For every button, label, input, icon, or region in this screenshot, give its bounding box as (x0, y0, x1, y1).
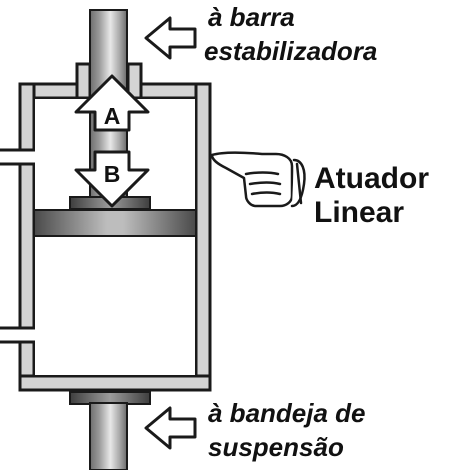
arrow-a-label: A (104, 103, 121, 129)
bottom-label-line1: à bandeja de (208, 398, 366, 428)
arrow-up-icon: A (74, 74, 150, 132)
actuator-label-line2: Linear (314, 196, 404, 229)
pointing-hand-icon (210, 151, 306, 208)
side-ports (0, 148, 34, 344)
actuator-label-line1: Atuador (314, 162, 429, 195)
top-label-line1: à barra (208, 2, 295, 32)
arrow-down-icon: B (74, 150, 150, 208)
lower-rod (89, 402, 128, 470)
arrow-left-icon (144, 16, 197, 60)
arrow-b-label: B (104, 161, 121, 187)
piston (33, 209, 197, 237)
bottom-label-line2: suspensão (208, 432, 344, 462)
top-label-line2: estabilizadora (204, 36, 377, 66)
arrow-left-icon (144, 406, 197, 450)
